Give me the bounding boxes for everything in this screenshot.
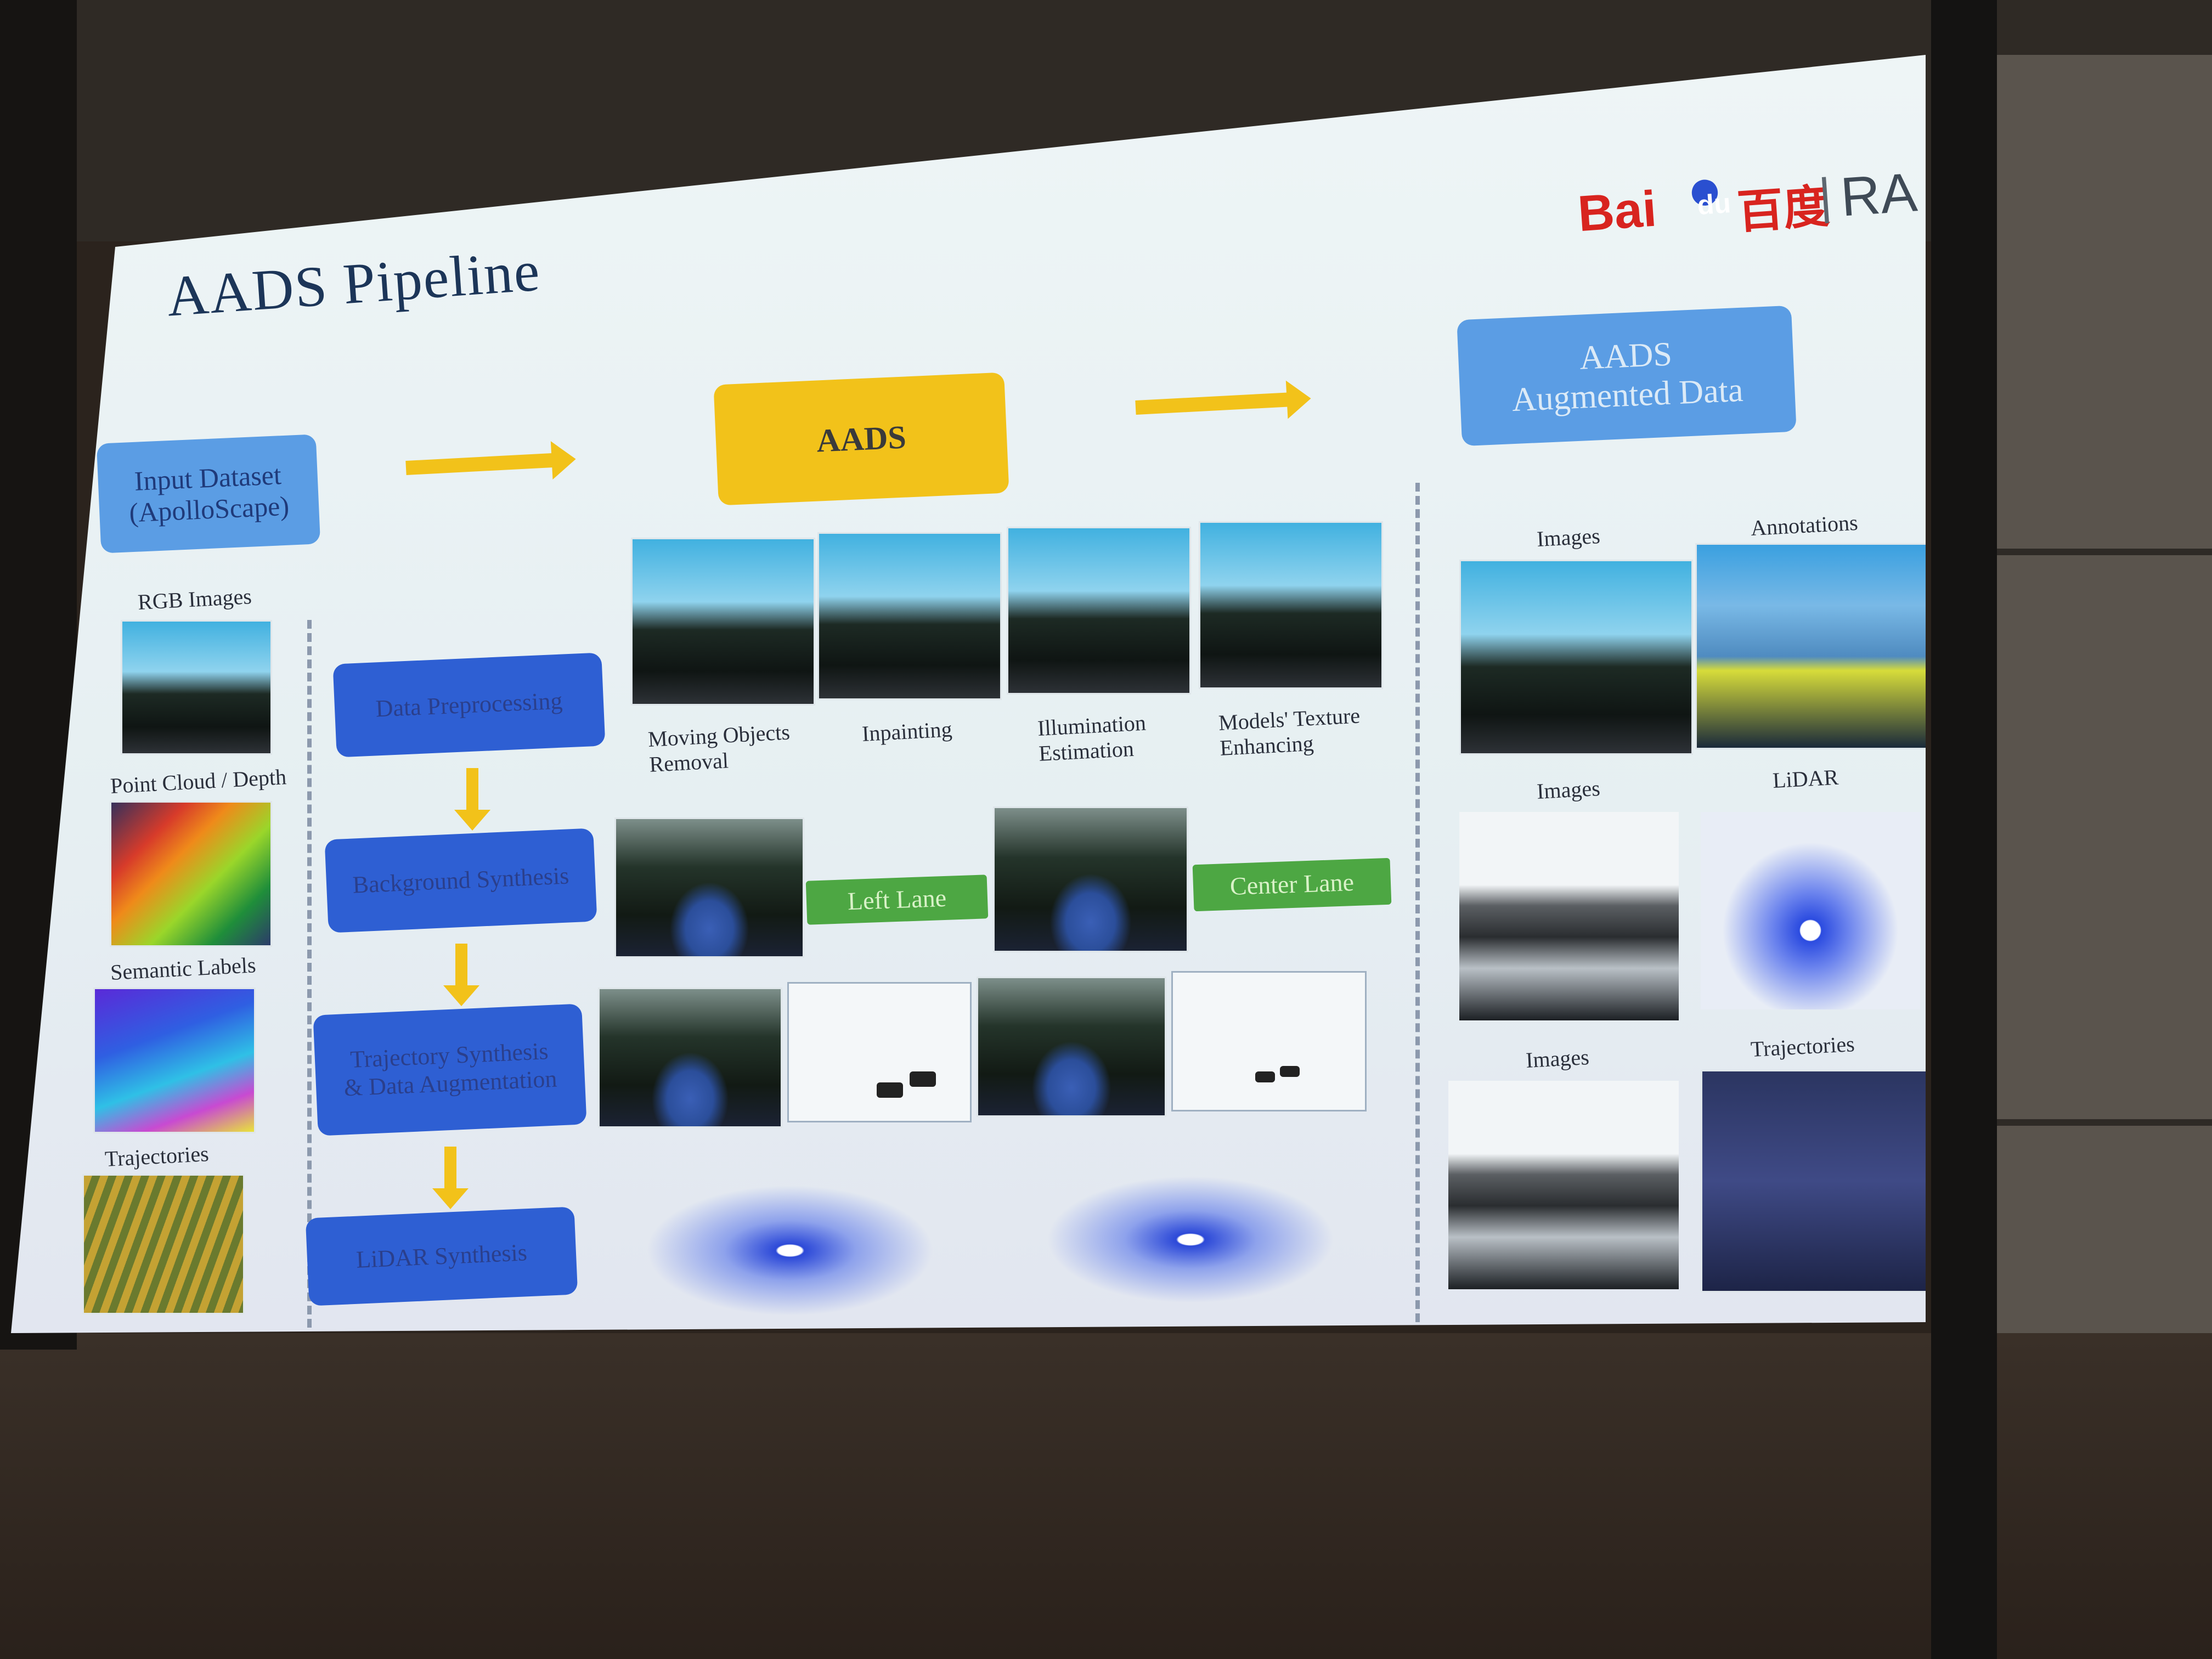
lidar-synthesis-box: LiDAR Synthesis — [305, 1206, 578, 1306]
vehicle-mask-2 — [1171, 971, 1367, 1111]
left-lane-label: Left Lane — [805, 874, 989, 925]
label-output-images-2: Images — [1536, 775, 1601, 804]
baidu-logo: Bai ● du 百度 | RA — [1564, 139, 1926, 274]
slide-title: AADS Pipeline — [165, 238, 543, 329]
label-texture: Models' Texture Enhancing — [1218, 703, 1361, 760]
label-illumination: Illumination Estimation — [1037, 710, 1147, 766]
panel-seam — [1997, 1119, 2212, 1126]
lidar-scan-2 — [993, 1152, 1388, 1311]
logo-chinese: 百度 — [1735, 179, 1831, 239]
projected-slide: AADS Pipeline Bai ● du 百度 | RA Input Dat… — [11, 55, 1926, 1333]
label-moving-objects: Moving Objects Removal — [647, 719, 791, 777]
lidar-scan-1 — [598, 1163, 982, 1322]
label-output-images-1: Images — [1536, 523, 1601, 551]
left-lane-image — [614, 817, 804, 958]
trajectories-image — [82, 1174, 245, 1314]
label-inpainting: Inpainting — [861, 716, 953, 746]
output-image-3 — [1448, 1081, 1679, 1289]
aads-box: AADS — [713, 372, 1009, 506]
augmented-image-1 — [598, 988, 782, 1128]
label-rgb-images: RGB Images — [137, 584, 252, 614]
vehicle-mask-1 — [787, 982, 972, 1122]
stage-image-4 — [1199, 521, 1383, 689]
annotation-image — [1695, 543, 1926, 749]
logo-du: du — [1696, 187, 1732, 221]
stage-image-2 — [817, 532, 1002, 700]
arrow-to-aads — [405, 453, 555, 475]
augmented-image-2 — [977, 977, 1166, 1117]
stage-image-3 — [1007, 527, 1191, 695]
car-shape — [1280, 1066, 1300, 1077]
label-output-trajectories: Trajectories — [1750, 1031, 1855, 1062]
input-dataset-box: Input Dataset (ApolloScape) — [96, 434, 321, 554]
output-image-1 — [1459, 560, 1693, 755]
output-image-2 — [1459, 812, 1679, 1020]
lower-wall — [0, 1333, 2212, 1659]
arrow-to-output — [1135, 392, 1290, 415]
side-wall-panel — [1997, 55, 2212, 1333]
label-point-cloud: Point Cloud / Depth — [110, 764, 287, 798]
trajectory-output-image — [1701, 1070, 1926, 1293]
label-annotations: Annotations — [1750, 510, 1859, 540]
arrow-down-2 — [443, 944, 479, 1006]
car-shape — [1255, 1071, 1275, 1082]
point-cloud-image — [110, 801, 272, 947]
label-output-images-3: Images — [1525, 1044, 1590, 1073]
arrow-down-1 — [454, 768, 490, 831]
rgb-image — [121, 620, 272, 755]
lidar-output-image — [1701, 812, 1920, 1009]
logo-partner: RA — [1838, 161, 1919, 228]
dark-pillar — [1931, 0, 1997, 1659]
background-synthesis-box: Background Synthesis — [324, 828, 597, 933]
arrow-down-3 — [432, 1147, 469, 1209]
separator-right — [1415, 483, 1420, 1322]
stage-image-1 — [631, 538, 815, 706]
semantic-labels-image — [93, 988, 256, 1133]
label-trajectories: Trajectories — [104, 1141, 210, 1171]
car-shape — [877, 1082, 903, 1098]
center-lane-label: Center Lane — [1192, 857, 1392, 912]
label-semantic-labels: Semantic Labels — [110, 952, 257, 985]
label-lidar: LiDAR — [1772, 764, 1839, 793]
center-lane-image — [993, 806, 1188, 952]
logo-brand: Bai — [1576, 180, 1658, 242]
panel-seam — [1997, 549, 2212, 555]
separator-left — [307, 620, 312, 1328]
data-preprocessing-box: Data Preprocessing — [332, 652, 606, 758]
car-shape — [910, 1071, 936, 1087]
trajectory-synthesis-box: Trajectory Synthesis & Data Augmentation — [313, 1003, 587, 1136]
aads-augmented-box: AADS Augmented Data — [1457, 305, 1797, 447]
